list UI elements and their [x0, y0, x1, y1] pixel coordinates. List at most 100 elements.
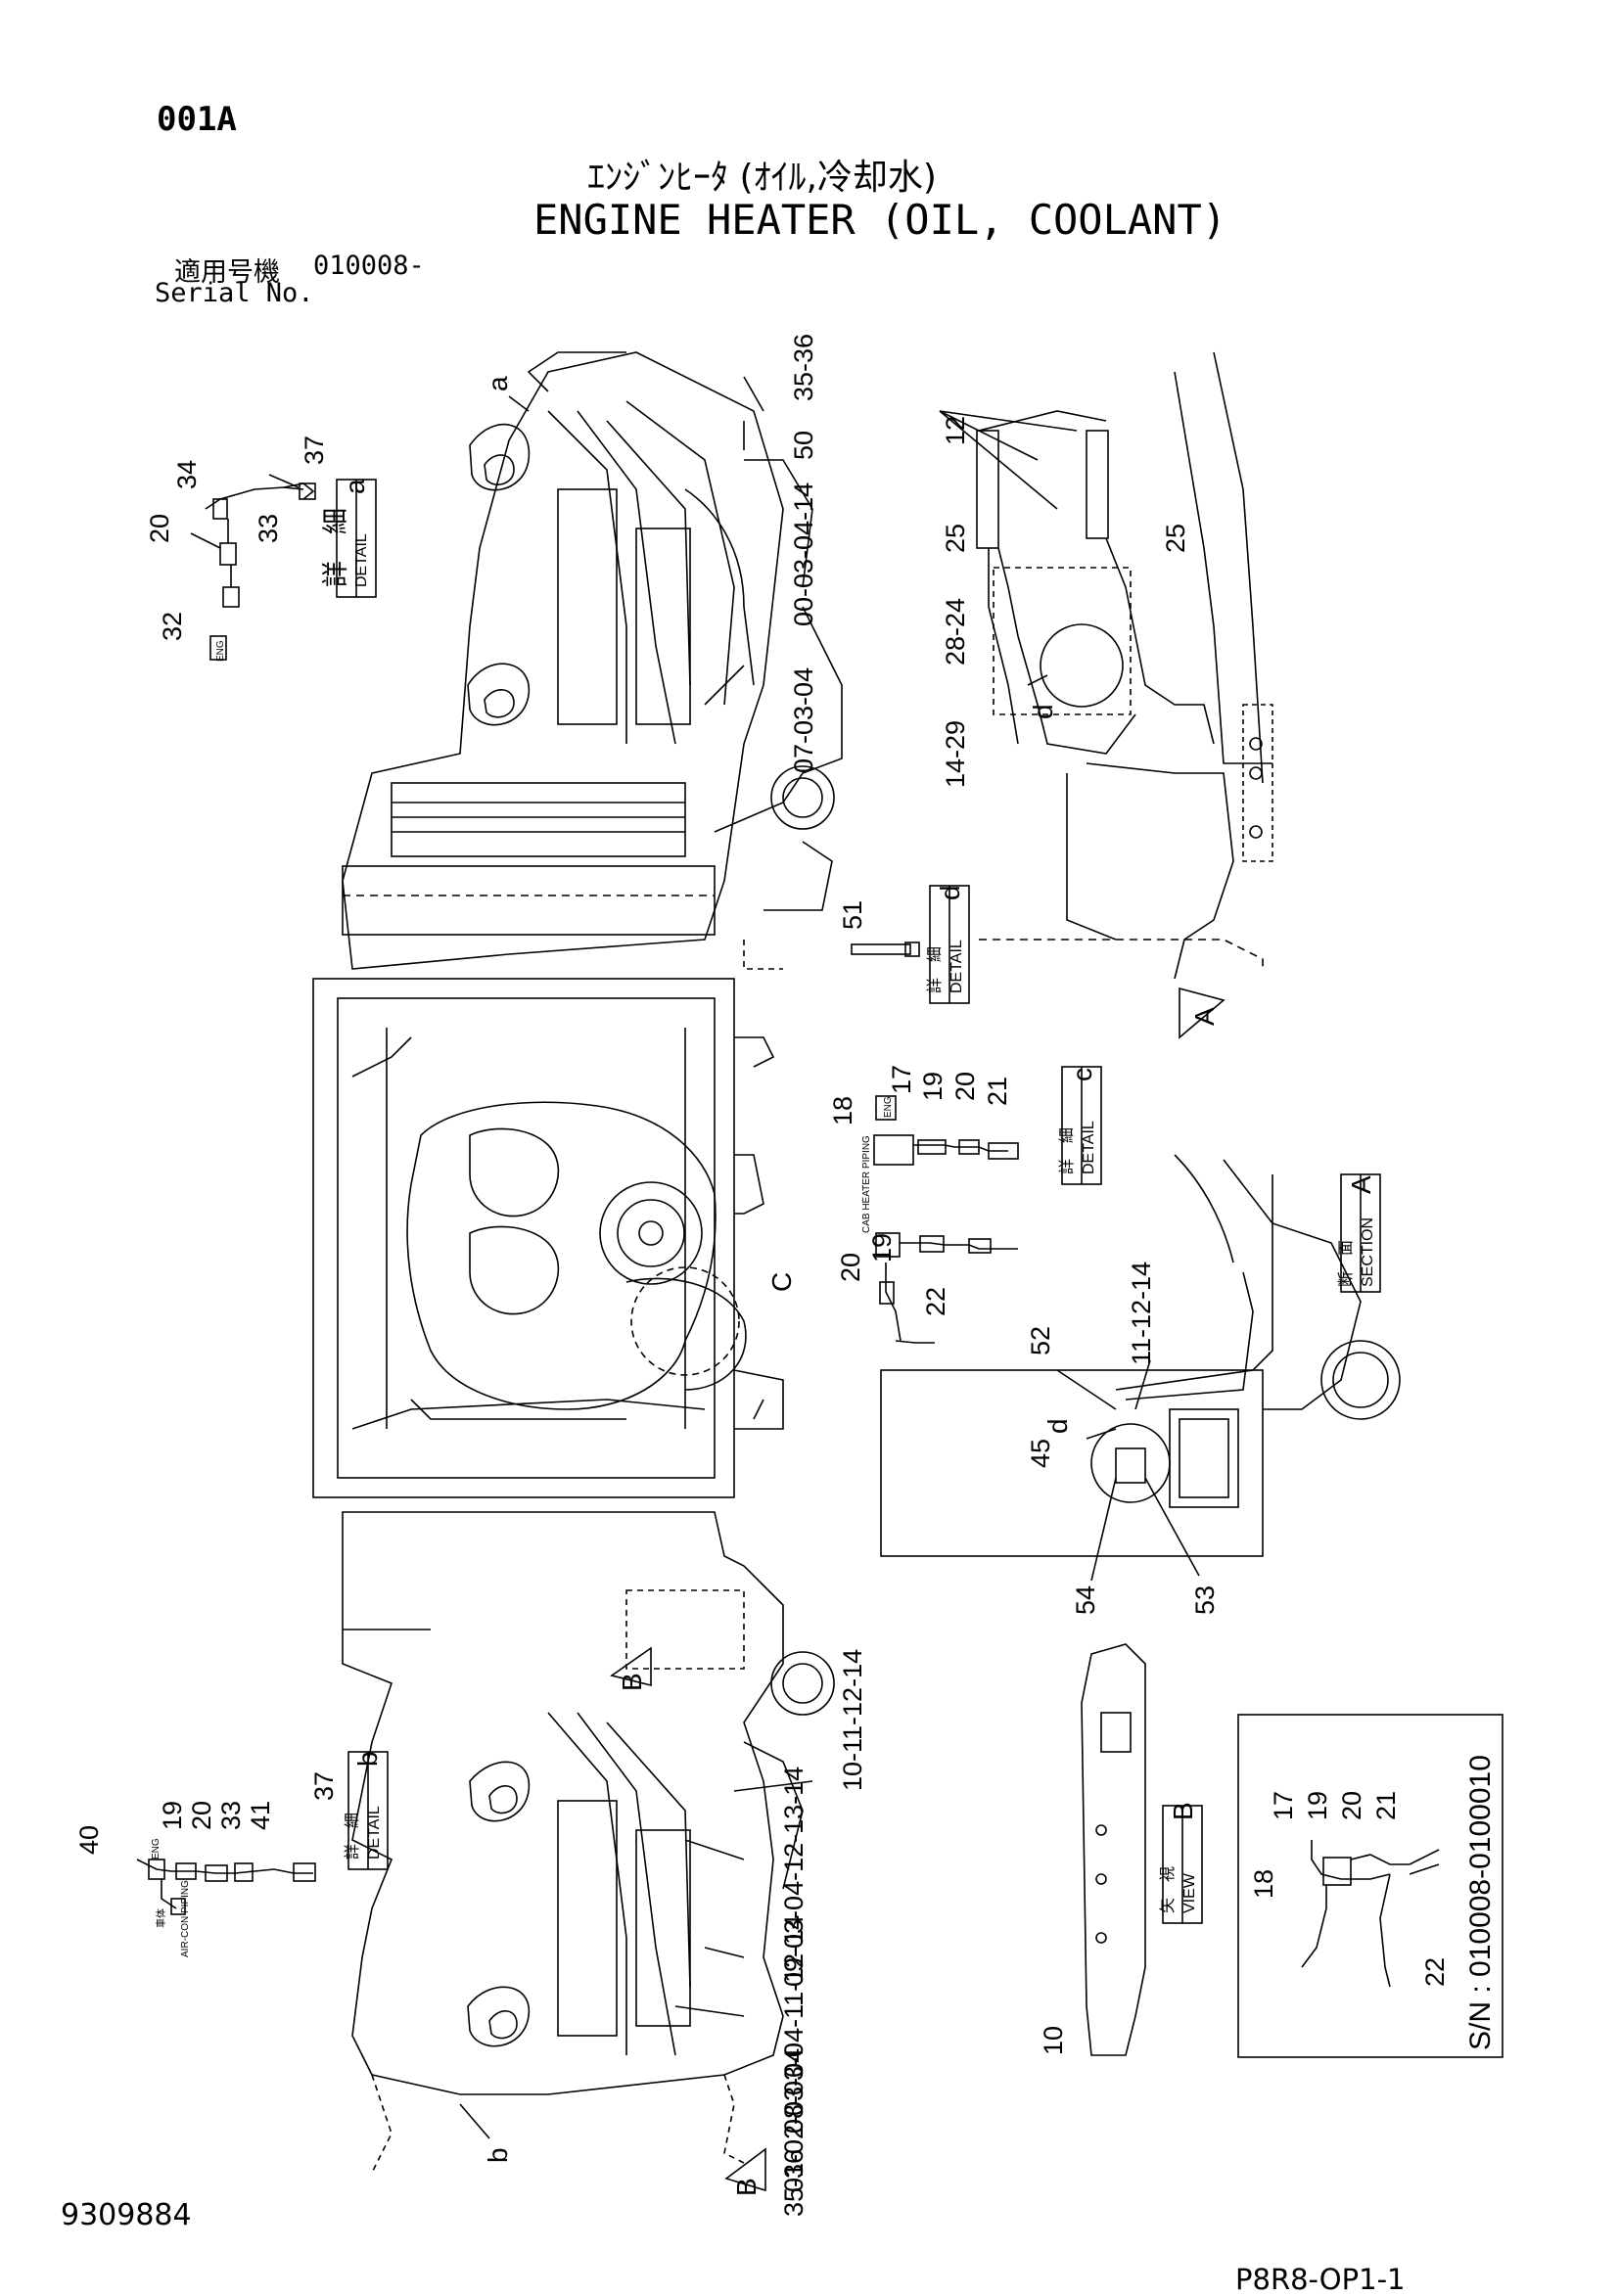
- part-label: 08-03-04-11-12-14: [779, 1915, 809, 2134]
- part-label: 14-29: [941, 720, 970, 788]
- callout-d-panel: d: [1042, 1418, 1073, 1434]
- upper-engine-assembly: [342, 351, 843, 970]
- view-b-box: 矢 視 VIEW B: [1159, 1802, 1198, 1913]
- part-label: 19: [1303, 1791, 1332, 1820]
- detail-d-letter: d: [935, 885, 965, 900]
- detail-a-fittings: [190, 474, 377, 661]
- section-a-en: SECTION: [1360, 1217, 1376, 1287]
- part-label: 19: [918, 1072, 948, 1101]
- lower-engine-assembly: [342, 1511, 835, 2174]
- middle-frame-front-view: [312, 978, 784, 1498]
- callout-a: a: [483, 376, 513, 391]
- detail-d-en: DETAIL: [948, 940, 965, 993]
- jp-tag: 車体: [155, 1908, 167, 1928]
- part-label: 45: [1026, 1439, 1055, 1468]
- section-a-jp: 断 面: [1337, 1240, 1355, 1287]
- part-label: 22: [921, 1287, 950, 1316]
- part-label: 52: [1026, 1326, 1055, 1355]
- detail-a-jp: 詳 細: [321, 508, 350, 587]
- detail-b-fittings: [136, 1751, 389, 1915]
- cab-heater-piping-tag: CAB HEATER PIPING: [861, 1135, 872, 1233]
- detail-b-jp: 詳 細: [344, 1813, 361, 1860]
- part-label: 51: [838, 900, 867, 930]
- view-b-jp: 矢 視: [1159, 1866, 1177, 1913]
- part-label: 01-02-03-04: [779, 2048, 809, 2192]
- part-label: 17: [887, 1065, 916, 1094]
- detail-d-box: 詳 細 DETAIL d: [926, 885, 965, 993]
- part-label: 37: [309, 1771, 339, 1801]
- eng-tag-b: ENG: [151, 1838, 162, 1860]
- part-label: 25: [941, 524, 970, 553]
- serial-number-box: [1237, 1714, 1503, 2058]
- arrow-a-letter: A: [1189, 1007, 1220, 1026]
- part-label: 37: [300, 436, 329, 465]
- detail-c-letter: c: [1067, 1068, 1097, 1081]
- detail-b-letter: b: [352, 1751, 383, 1767]
- part-label: 12: [941, 416, 970, 445]
- serial-number-text: S/N : 010008-0100010: [1464, 1755, 1497, 2050]
- serial-value: 010008-: [313, 251, 425, 281]
- detail-c-jp: 詳 細: [1058, 1127, 1076, 1174]
- part-label: 19: [867, 1233, 897, 1263]
- detail-c-fittings: [873, 1066, 1102, 1344]
- view-b-en: VIEW: [1181, 1872, 1198, 1913]
- part-label: 20: [950, 1072, 980, 1101]
- part-label: 00-03-04-14: [789, 482, 818, 626]
- part-label: 07-03-04: [789, 667, 818, 773]
- part-label: 35-36: [779, 2149, 809, 2217]
- arrow-b-lower-letter: B: [731, 2178, 762, 2196]
- part-label: 21: [1371, 1791, 1401, 1820]
- title-english: ENGINE HEATER (OIL, COOLANT): [533, 196, 1227, 244]
- part-label: 18: [1249, 1869, 1278, 1899]
- part-label: 28-24: [941, 598, 970, 666]
- detail-a-box: 詳 細 DETAIL a: [321, 479, 370, 587]
- detail-a-en: DETAIL: [353, 533, 370, 587]
- upper-right-piping-detail: [939, 351, 1273, 980]
- part-label: 25: [1161, 524, 1190, 553]
- callout-b: b: [483, 2147, 513, 2163]
- title-japanese: ｴﾝｼﾞﾝﾋｰﾀ (ｵｲﾙ,冷却水): [587, 158, 937, 198]
- part-label: 33: [216, 1801, 246, 1830]
- part-label: 34: [172, 460, 202, 489]
- part-label: 21: [983, 1077, 1012, 1106]
- part-label: 19: [158, 1801, 187, 1830]
- section-a-letter: A: [1346, 1175, 1376, 1194]
- detail-b-box: 詳 細 DETAIL b: [344, 1751, 383, 1860]
- callout-c: C: [766, 1272, 797, 1292]
- section-a-box: 断 面 SECTION A: [1337, 1175, 1376, 1287]
- part-label: 09-03-04-12-13-14: [779, 1767, 809, 1987]
- section-a-view: [880, 1154, 1401, 1557]
- view-b-duct: [1081, 1643, 1203, 2056]
- part-label: 11-12-14: [1127, 1262, 1156, 1365]
- eng-tag-a: ENG: [215, 640, 226, 662]
- detail-d-sensor: [851, 885, 970, 1004]
- part-label: 20: [1337, 1791, 1366, 1820]
- part-label: 10: [1039, 2026, 1068, 2055]
- arrow-b-upper-letter: B: [617, 1673, 647, 1691]
- section-arrows: [610, 987, 1226, 2192]
- detail-a-letter: a: [340, 479, 370, 494]
- detail-c-en: DETAIL: [1081, 1121, 1097, 1174]
- part-label: 35-36: [789, 334, 818, 401]
- serial-label-japanese: 適用号機: [174, 257, 280, 288]
- part-label: 54: [1071, 1585, 1100, 1615]
- part-label: 33: [254, 514, 283, 543]
- part-label: 41: [246, 1801, 275, 1830]
- serial-number-range: S/N : 010008-0100010: [1464, 1755, 1497, 2050]
- detail-b-en: DETAIL: [366, 1806, 383, 1860]
- leader-lines: [459, 376, 1200, 2139]
- part-label: 53: [1190, 1585, 1220, 1615]
- part-label: 20: [836, 1253, 865, 1282]
- part-label: 40: [74, 1825, 104, 1855]
- detail-d-jp: 詳 細: [926, 946, 944, 993]
- drawing-code: 001A: [157, 100, 237, 139]
- eng-tag-c: ENG: [883, 1096, 894, 1118]
- part-label: 17: [1269, 1791, 1298, 1820]
- part-label: 20: [187, 1801, 216, 1830]
- part-label: 32: [158, 612, 187, 641]
- aircon-piping-tag: AIR-CON PIPING: [180, 1880, 191, 1957]
- part-label: 50: [789, 431, 818, 460]
- part-label: 20: [145, 514, 174, 543]
